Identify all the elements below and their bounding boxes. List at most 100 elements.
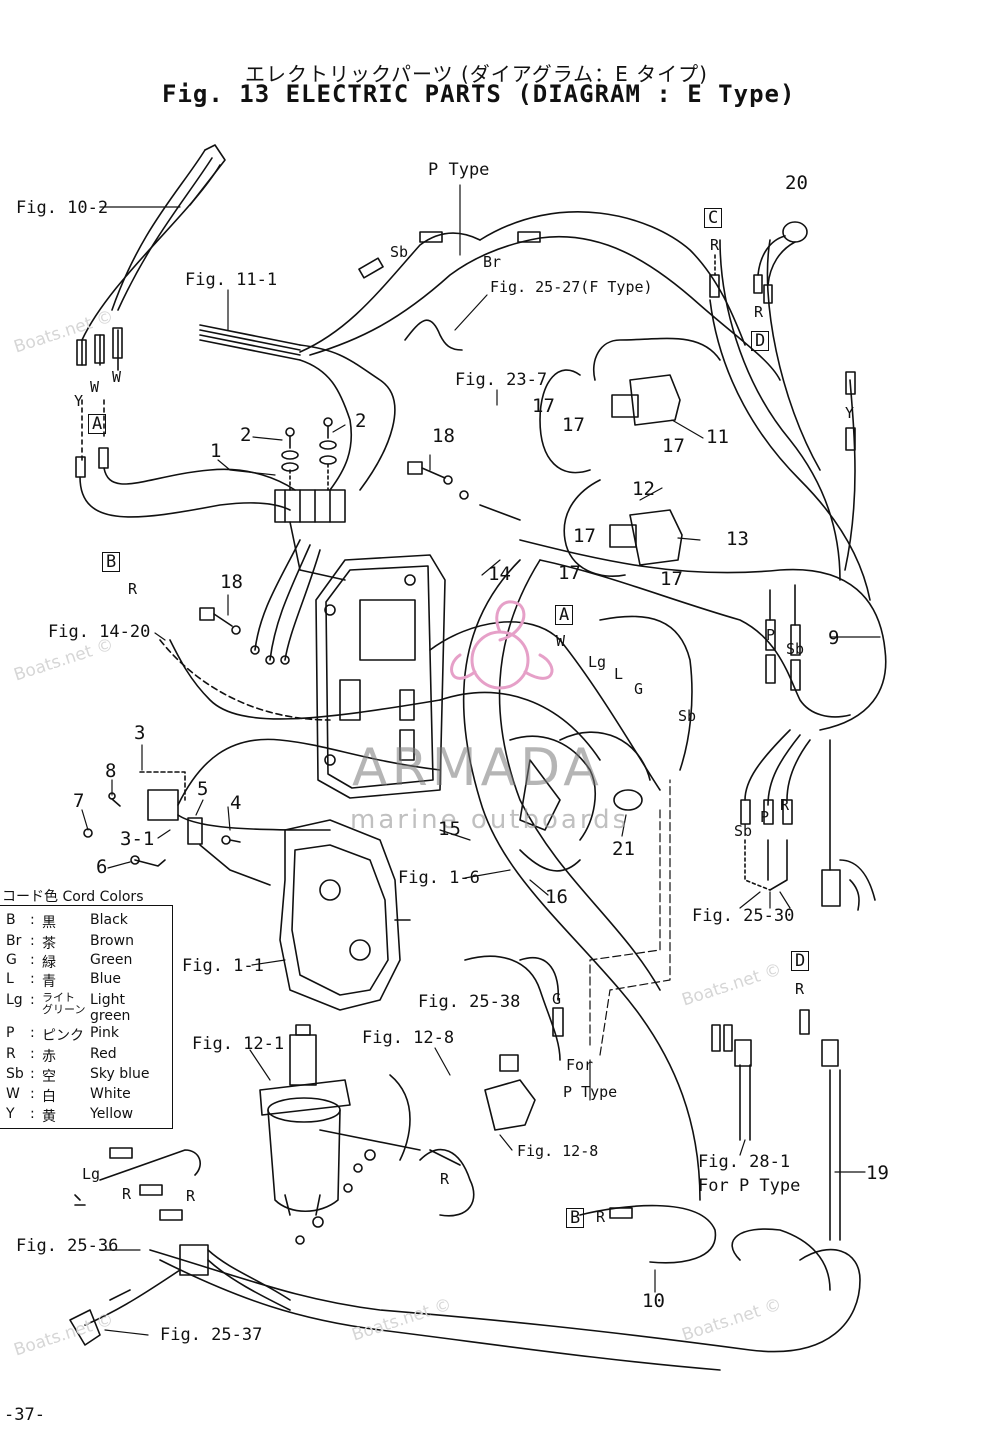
legend-separator: : [30,992,35,1008]
wire-code: Sb [786,640,805,658]
ref-fig28-1: Fig. 28-1 [698,1152,791,1172]
legend-japanese: 青 [42,974,56,990]
connector-label-a: A [555,605,574,625]
part-number-15: 15 [438,818,461,840]
ref-p-type: P Type [428,160,490,180]
part-number-2a: 2 [240,424,252,446]
legend-japanese: 緑 [42,955,56,971]
connector-label-c: C [704,208,723,228]
ref-fig10-2: Fig. 10-2 [16,198,109,218]
connector-label-b: B [566,1208,585,1228]
wire-code: R [122,1185,132,1203]
wire-code: W [90,378,100,396]
legend-code: W [6,1086,20,1102]
ref-fig25-30: Fig. 25-30 [692,906,795,926]
legend-code: Br [6,933,22,949]
harness-fig10-2 [75,144,296,518]
screws-2 [281,417,337,491]
wire-code: Sb [390,243,409,261]
wire-code: Lg [588,653,607,671]
connectors-fig28-1 [711,1009,839,1067]
wire-code: R [440,1170,450,1188]
ref-for-p-type-line1: For [566,1056,594,1074]
sensor-20 [709,221,856,451]
legend-english: Light green [90,992,131,1024]
legend-separator: : [30,933,35,949]
wire-code: Sb [678,707,697,725]
coil-assembly-3 [83,738,441,886]
plate-leads [159,539,441,721]
legend-japanese: ピンク [42,1028,84,1044]
armada-logo-mark [450,600,554,690]
part-number-10: 10 [642,1290,665,1312]
part-number-13: 13 [726,528,749,550]
legend-separator: : [30,1086,35,1102]
part-number-16: 16 [545,886,568,908]
part-number-4: 4 [230,792,242,814]
part-number-5: 5 [197,778,209,800]
wire-code: Br [483,253,502,271]
wire-code: R [780,796,790,814]
legend-code: Sb [6,1066,24,1082]
wire-code: Y [74,392,84,410]
leader-lines [81,184,881,1336]
legend-english: Brown [90,933,134,949]
ref-fig11-1: Fig. 11-1 [185,270,278,290]
part-number-2b: 2 [355,410,367,432]
part-number-19: 19 [866,1162,889,1184]
wire-code: L [614,665,624,683]
part-number-17: 17 [562,414,585,436]
legend-code: Y [6,1106,15,1122]
wire-code: Lg [82,1165,101,1183]
part-number-12: 12 [632,478,655,500]
part-number-7: 7 [73,790,85,812]
legend-title: コード色 Cord Colors [2,889,144,905]
legend-english: Black [90,912,128,928]
ref-fig12-8-bottom: Fig. 12-8 [517,1142,599,1160]
wire-code: R [754,303,764,321]
part-number-3: 3 [134,722,146,744]
wire-code: R [128,580,138,598]
ref-fig1-6: Fig. 1-6 [398,868,480,888]
part-number-21: 21 [612,838,635,860]
ref-for-p-type-line2: P Type [563,1083,618,1101]
connectors-fig25-30 [740,729,876,911]
harness-fig25-38 [464,955,564,1061]
legend-english: Red [90,1046,117,1062]
legend-separator: : [30,1106,35,1122]
part-number-17: 17 [573,525,596,547]
legend-code: L [6,971,14,987]
wire-code: G [552,990,562,1008]
part-number-8: 8 [105,760,117,782]
legend-code: G [6,952,17,968]
legend-separator: : [30,1025,35,1041]
starter-motor [259,1024,421,1245]
ref-fig25-38: Fig. 25-38 [418,992,521,1012]
ref-for-p-type-2: For P Type [698,1176,801,1196]
title-english: Fig. 13 ELECTRIC PARTS (DIAGRAM : E Type… [162,80,796,108]
legend-japanese: 黒 [42,915,56,931]
legend-japanese: 茶 [42,936,56,952]
ref-fig14-20: Fig. 14-20 [48,622,151,642]
legend-english: Pink [90,1025,120,1041]
legend-japanese: 黄 [42,1109,56,1125]
wire-code: R [186,1187,196,1205]
wire-code: W [556,632,566,650]
harness-9 [519,239,887,771]
harness-fig25-36 [69,1147,291,1346]
part-number-11: 11 [706,426,729,448]
part-number-17: 17 [662,435,685,457]
part-number-6: 6 [96,856,108,878]
title-japanese: エレクトリックパーツ (ダイアグラム：E タイプ) [245,62,708,86]
connector-label-b: B [102,552,121,572]
connector-label-d: D [751,331,770,351]
ref-fig25-36: Fig. 25-36 [16,1236,119,1256]
ref-fig25-27: Fig. 25-27(F Type) [490,278,653,296]
connector-label-d: D [791,951,810,971]
legend-japanese: 赤 [42,1049,56,1065]
wire-code: R [710,236,720,254]
legend-code: B [6,912,16,928]
cdi-bracket [274,489,446,799]
